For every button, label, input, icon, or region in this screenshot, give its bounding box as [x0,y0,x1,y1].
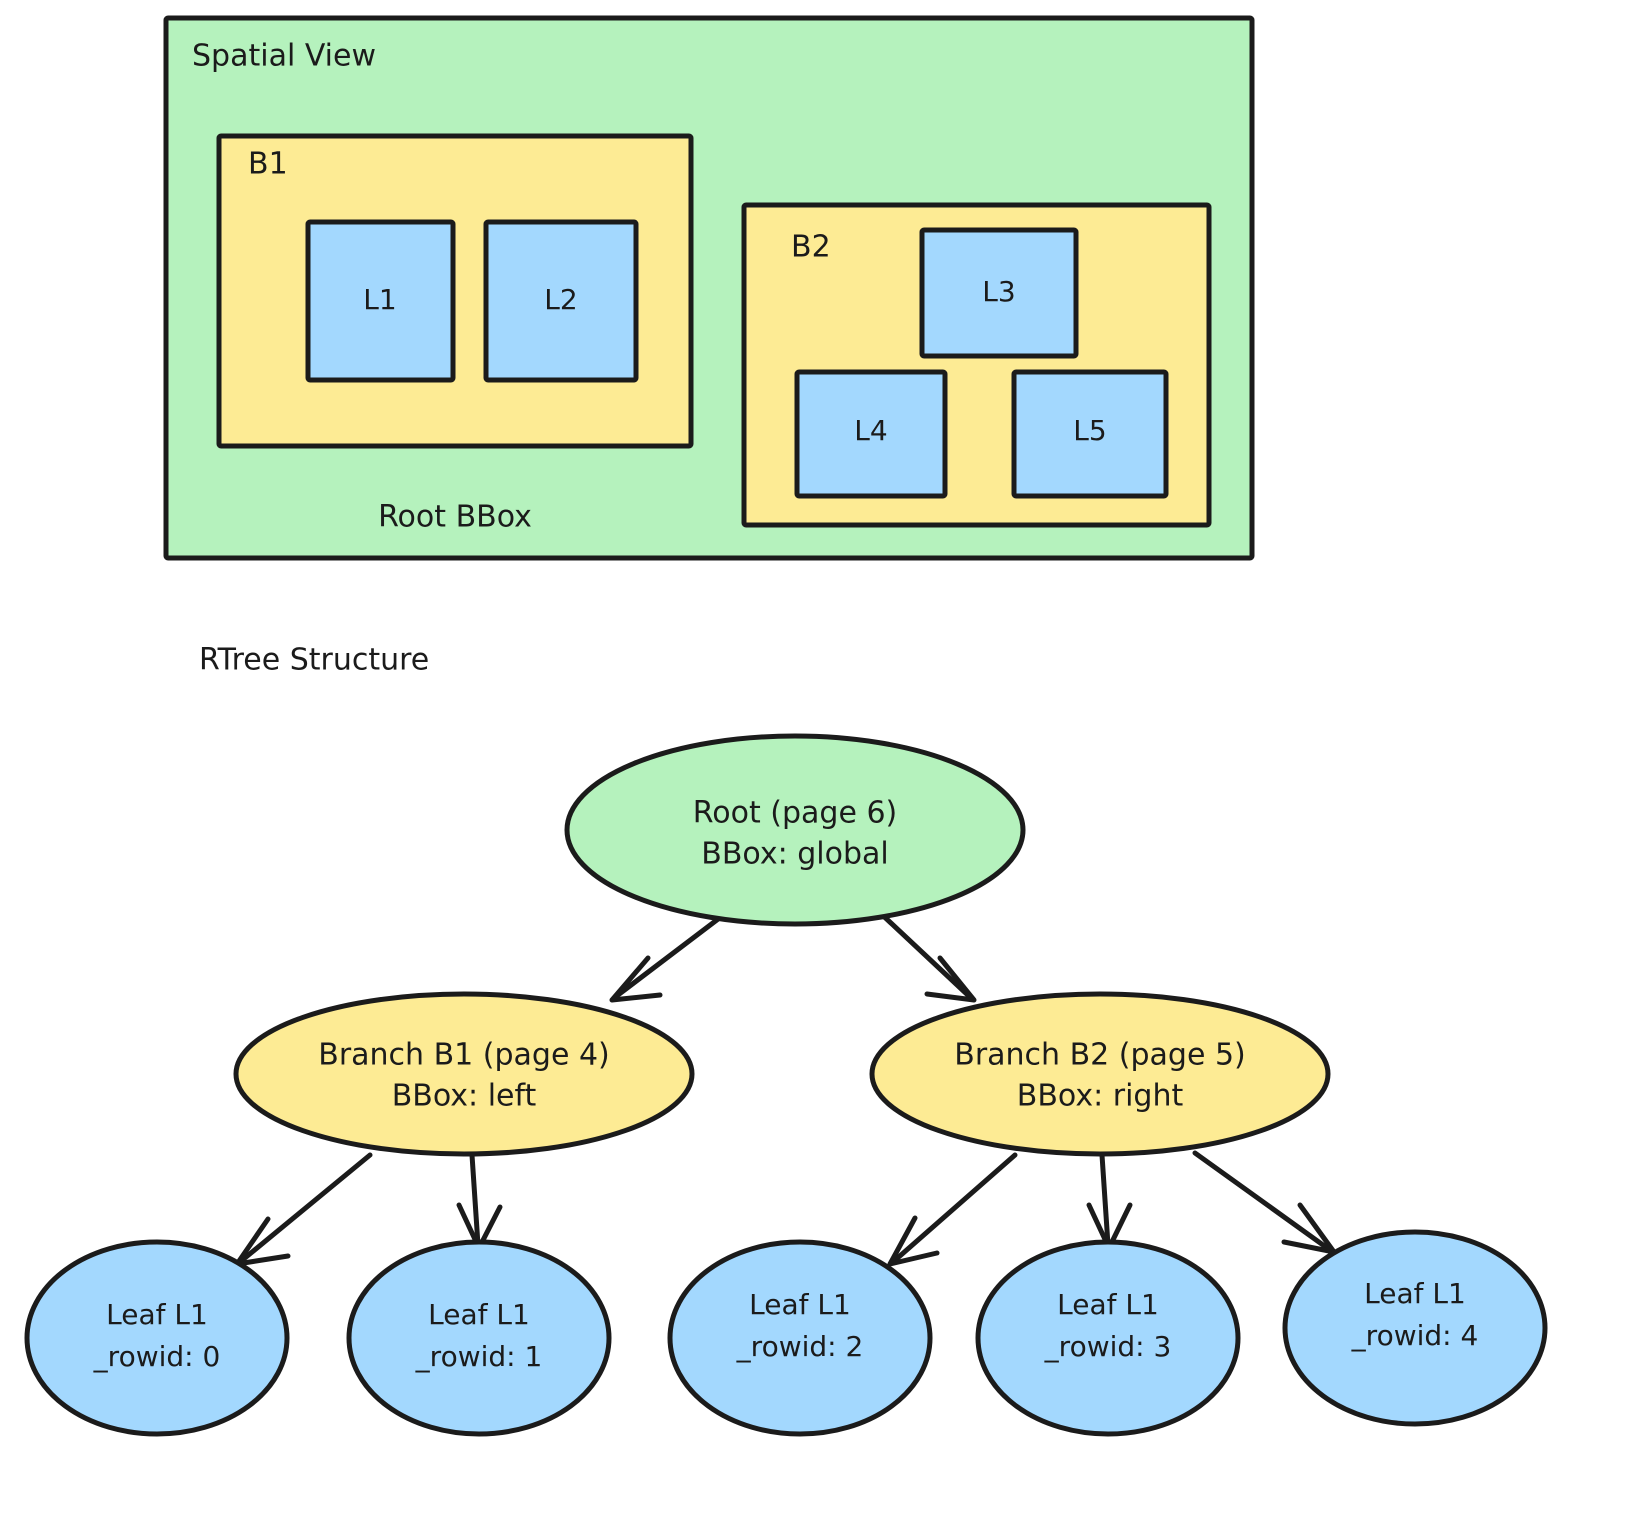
leaf-4-line2: _rowid: 4 [1351,1319,1479,1352]
branch-b2-label: B2 [791,230,831,265]
leaf-l3-rect [919,227,1079,359]
leaf-3-line2: _rowid: 3 [1044,1330,1172,1363]
root-node-line1: Root (page 6) [693,796,897,831]
leaf-1-line1: Leaf L1 [428,1298,530,1331]
root-node-line2: BBox: global [701,837,889,872]
leaf-0-ellipse[interactable] [24,1239,290,1437]
branch-b1-node-line1: Branch B1 (page 4) [318,1038,610,1073]
leaf-2-line2: _rowid: 2 [736,1330,864,1363]
tree-node-branch-b2[interactable]: Branch B2 (page 5) BBox: right [869,991,1331,1157]
spatial-view-group: Spatial View B1 L1 L2 B2 L3 L4 L5 Root B… [163,15,1255,561]
arrowhead-b1-to-leaf0 [234,1216,291,1267]
leaf-3-line1: Leaf L1 [1057,1288,1159,1321]
leaf-4-line1: Leaf L1 [1364,1277,1466,1310]
edge-b1-to-leaf0 [237,1152,373,1265]
leaf-4-ellipse[interactable] [1282,1229,1548,1427]
spatial-view-label: Spatial View [192,39,376,74]
branch-b2-node-line1: Branch B2 (page 5) [954,1038,1246,1073]
branch-b1-label: B1 [248,147,288,182]
tree-node-leaf-2[interactable]: Leaf L1 _rowid: 2 [667,1239,933,1437]
rtree-structure-label: RTree Structure [199,643,429,678]
leaf-l1-label: L1 [363,283,396,316]
leaf-2-line1: Leaf L1 [749,1288,851,1321]
leaf-l1-rect [305,219,456,383]
edge-b2-to-leaf2 [890,1152,1018,1265]
leaf-1-line2: _rowid: 1 [415,1340,543,1373]
leaf-l2-rect [483,219,639,383]
leaf-2-ellipse[interactable] [667,1239,933,1437]
tree-node-leaf-1[interactable]: Leaf L1 _rowid: 1 [346,1239,612,1437]
leaf-l2-label: L2 [544,283,577,316]
edge-b1-to-leaf1 [469,1152,481,1248]
branch-b1-node-ellipse[interactable] [233,991,695,1157]
root-bbox-caption: Root BBox [378,500,532,535]
edge-b2-to-leaf4 [1192,1150,1333,1253]
tree-node-leaf-0[interactable]: Leaf L1 _rowid: 0 [24,1239,290,1437]
leaf-3-ellipse[interactable] [975,1239,1241,1437]
edge-root-to-b2 [874,907,974,1001]
branch-b1-node-line2: BBox: left [392,1079,537,1114]
branch-b2-node-ellipse[interactable] [869,991,1331,1157]
tree-nodes-group: Root (page 6) BBox: global Branch B1 (pa… [24,733,1548,1437]
tree-node-leaf-4[interactable]: Leaf L1 _rowid: 4 [1282,1229,1548,1427]
tree-node-root[interactable]: Root (page 6) BBox: global [564,733,1026,927]
leaf-1-ellipse[interactable] [346,1239,612,1437]
root-node-ellipse[interactable] [564,733,1026,927]
branch-b2-node-line2: BBox: right [1017,1079,1184,1114]
leaf-0-line2: _rowid: 0 [93,1340,221,1373]
arrowhead-b2-to-leaf4 [1281,1202,1337,1255]
edge-root-to-b1 [611,907,733,1001]
arrowhead-b2-to-leaf2 [887,1215,940,1267]
leaf-l5-label: L5 [1073,414,1106,447]
arrowhead-root-to-b1 [609,955,663,1003]
tree-node-leaf-3[interactable]: Leaf L1 _rowid: 3 [975,1239,1241,1437]
leaf-l4-rect [794,369,948,499]
arrowhead-root-to-b2 [924,955,977,1003]
leaf-l5-rect [1011,369,1169,499]
tree-node-branch-b1[interactable]: Branch B1 (page 4) BBox: left [233,991,695,1157]
leaf-0-line1: Leaf L1 [106,1298,208,1331]
leaf-l4-label: L4 [854,414,887,447]
leaf-l3-label: L3 [982,275,1015,308]
edge-b2-to-leaf3 [1099,1152,1111,1248]
